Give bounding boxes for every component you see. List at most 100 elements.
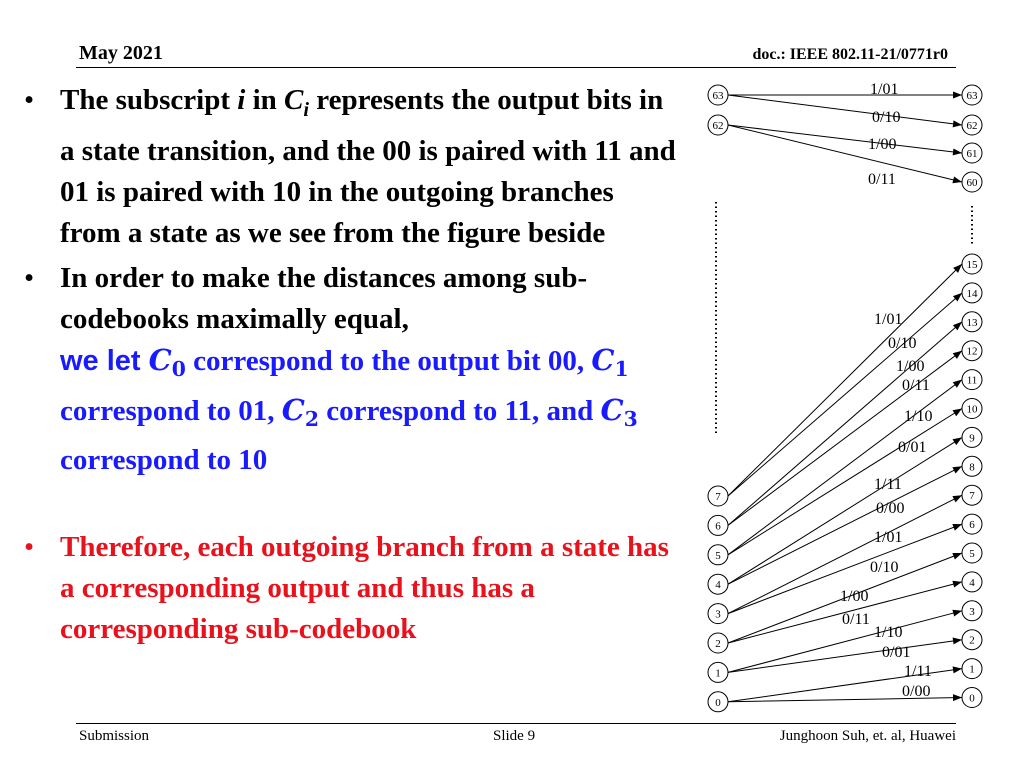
bullet-2-text-c: correspond to 01, [60, 394, 282, 427]
right-state-60-label: 60 [967, 177, 979, 189]
right-state-9-circle [961, 426, 983, 448]
right-state-13-label: 13 [967, 317, 979, 329]
right-state-0-label: 0 [969, 693, 975, 705]
bullet-1-text-a: The subscript [60, 84, 238, 116]
c1-symbol: C [591, 342, 615, 377]
bullet-2-text-d: correspond to 11, and [319, 394, 601, 427]
right-state-15-label: 15 [967, 259, 979, 271]
c0-symbol: C [148, 342, 172, 377]
header-date: May 2021 [79, 42, 163, 64]
right-state-14-label: 14 [967, 288, 979, 300]
right-state-13-circle [961, 311, 983, 333]
footer-slide-number: Slide 9 [493, 728, 536, 744]
left-state-3-label: 3 [715, 609, 721, 621]
trellis-branch [727, 321, 963, 526]
bullet-3: • Therefore, each outgoing branch from a… [20, 527, 680, 650]
left-state-6-label: 6 [715, 520, 721, 532]
mid-branch-label: 1/11 [874, 476, 902, 493]
left-state-2-circle [707, 632, 729, 654]
bottom-branch-label: 1/11 [904, 663, 932, 680]
right-state-7-circle [961, 484, 983, 506]
trellis-branch [727, 465, 963, 585]
trellis-arrowhead [953, 91, 962, 99]
right-state-2-circle [961, 629, 983, 651]
bullet-2-text-a: In order to make the distances among sub… [60, 261, 588, 335]
trellis-branch [727, 124, 963, 183]
trellis-arrowhead [952, 666, 962, 674]
right-state-63-label: 63 [967, 90, 979, 102]
trellis-arrowhead [952, 580, 962, 588]
left-state-0-label: 0 [715, 697, 721, 709]
bullet-1: • The subscript i in Ci represents the o… [20, 80, 680, 254]
right-state-14-circle [961, 282, 983, 304]
right-state-61-circle [961, 142, 983, 164]
trellis-branch [727, 436, 963, 585]
bullet-3-text: Therefore, each outgoing branch from a s… [60, 530, 669, 645]
trellis-branch [727, 408, 963, 556]
bottom-branch-label: 1/00 [840, 588, 868, 605]
bullet-2-text-b: correspond to the output bit 00, [185, 344, 592, 377]
bullet-1-text-c: represents the output bits in a state tr… [60, 84, 676, 249]
right-state-11-label: 11 [967, 375, 978, 387]
right-state-7-label: 7 [969, 490, 975, 502]
trellis-arrowhead [952, 694, 962, 702]
trellis-arrowhead [953, 264, 962, 273]
left-state-1-circle [707, 661, 729, 683]
trellis-arrowhead [952, 437, 962, 446]
bullet-1-subscript-i: i [237, 84, 246, 116]
mid-branch-label: 0/11 [902, 377, 930, 394]
trellis-branch [727, 639, 963, 673]
c0-subscript: 0 [171, 356, 186, 381]
right-state-10-label: 10 [967, 404, 979, 416]
right-state-0-circle [961, 687, 983, 708]
bottom-branch-label: 0/11 [842, 611, 870, 628]
mid-branch-label: 1/01 [874, 311, 902, 328]
left-state-7-label: 7 [715, 491, 721, 503]
left-state-62-label: 62 [713, 120, 724, 132]
trellis-arrowhead [952, 379, 962, 388]
trellis-branch [727, 350, 963, 526]
footer-divider [76, 723, 956, 724]
trellis-arrowhead [952, 408, 962, 417]
c2-subscript: 2 [304, 406, 320, 431]
c3-symbol: C [600, 392, 624, 427]
right-state-2-label: 2 [969, 635, 975, 647]
trellis-arrowhead [952, 495, 962, 503]
footer-authors: Junghoon Suh, et. al, Huawei [779, 728, 956, 744]
right-state-3-circle [961, 600, 983, 622]
left-state-62-circle [707, 114, 729, 136]
right-state-6-circle [961, 513, 983, 535]
left-state-5-label: 5 [715, 550, 721, 562]
trellis-arrowhead [952, 637, 962, 645]
bottom-branch-label: 1/10 [874, 624, 902, 641]
trellis-branch [727, 263, 963, 497]
trellis-branch [727, 523, 963, 615]
left-state-2-label: 2 [715, 638, 721, 650]
trellis-arrowhead [952, 321, 962, 331]
trellis-arrowhead [952, 120, 962, 128]
trellis-branch [727, 552, 963, 644]
c1-subscript: 1 [614, 356, 629, 381]
trellis-branch [727, 379, 963, 556]
c2-symbol: C [281, 392, 305, 427]
mid-branch-label: 0/10 [888, 335, 916, 352]
left-state-0-circle [707, 691, 729, 713]
header-divider [76, 67, 956, 68]
right-state-62-label: 62 [967, 120, 978, 132]
trellis-branch [727, 610, 963, 673]
left-state-63-circle [707, 84, 729, 106]
trellis-branch [727, 94, 963, 126]
left-state-7-circle [707, 485, 729, 507]
trellis-branch [727, 581, 963, 644]
right-state-11-circle [961, 369, 983, 391]
bullet-list: • The subscript i in Ci represents the o… [20, 80, 680, 650]
right-state-61-label: 61 [967, 148, 978, 160]
trellis-branch [727, 124, 963, 154]
bottom-branch-label: 0/00 [902, 683, 930, 700]
bullet-2-text-e: correspond to 10 [60, 443, 268, 476]
top-branch-label: 0/11 [868, 171, 896, 188]
mid-branch-label: 0/01 [898, 439, 926, 456]
bullet-2-we-let: we let [60, 344, 149, 377]
trellis-arrowhead [952, 524, 962, 531]
bottom-branch-label: 0/01 [882, 644, 910, 661]
